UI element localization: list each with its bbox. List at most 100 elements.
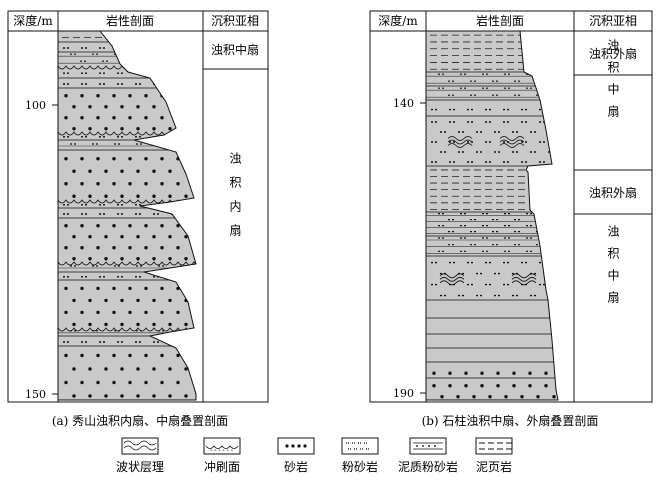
scour-surface [58, 261, 196, 266]
sand-grain [152, 394, 156, 398]
sand-grain [176, 246, 180, 250]
legend-label: 泥页岩 [476, 459, 512, 474]
sand-grain [112, 353, 116, 358]
sand-grain [488, 395, 492, 399]
sand-grain [96, 286, 100, 291]
sand-grain [208, 381, 211, 384]
sand-grain [128, 310, 132, 315]
sand-grain [560, 384, 563, 387]
sand-grain [592, 372, 595, 375]
rock-fill [58, 31, 196, 400]
wavy-bedding [447, 139, 473, 145]
legend-label: 砂岩 [284, 459, 308, 474]
sand-grain [184, 105, 188, 109]
sand-grain [528, 371, 532, 375]
sand-grain [456, 395, 460, 399]
sand-grain [184, 127, 188, 131]
sand-grain [96, 94, 100, 98]
sand-grain [136, 127, 140, 131]
sand-grain [72, 367, 76, 371]
sand-grain [216, 257, 219, 260]
panel-b-depth-tick-label: 140 [393, 97, 414, 110]
sand-grain [64, 116, 68, 120]
sand-grain [168, 257, 172, 261]
sand-grain [560, 372, 563, 375]
sand-grain [576, 384, 579, 387]
sand-grain [112, 116, 116, 120]
sand-grain [528, 384, 532, 388]
sand-grain [128, 116, 132, 120]
sand-grain [248, 299, 251, 302]
sand-grain [168, 394, 172, 398]
wavy-bedding [499, 143, 525, 148]
sand-grain [608, 372, 611, 375]
sand-grain [72, 194, 76, 198]
sand-grain [248, 105, 251, 108]
sand-grain [192, 182, 196, 186]
sand-grain [80, 224, 84, 228]
sand-grain [88, 235, 92, 239]
sand-grain [144, 94, 148, 98]
sand-grain [216, 170, 219, 173]
sand-grain [80, 94, 84, 98]
sand-grain [96, 353, 100, 358]
wavy-bedding [511, 273, 537, 279]
sand-grain [144, 286, 148, 291]
sand-grain [184, 322, 188, 327]
sand-grain [80, 157, 84, 161]
sand-grain [144, 224, 148, 228]
panel-a-facies-header: 沉积亚相 [211, 14, 259, 28]
sand-grain [168, 127, 172, 131]
sand-grain [240, 311, 243, 314]
sand-grain [112, 157, 116, 161]
panel-b-facies-label: 浊积外扇 [589, 185, 637, 200]
panel-a-facies-label: 浊积内扇 [228, 152, 242, 248]
sand-grain [232, 127, 235, 130]
legend-item: 粉砂岩 [341, 437, 379, 474]
sand-grain [112, 246, 116, 250]
sand-grain [120, 127, 124, 131]
sand-grain [152, 194, 156, 198]
sand-grain [224, 381, 227, 384]
sand-grain [168, 105, 172, 109]
sand-grain [96, 310, 100, 315]
sand-grain [176, 224, 180, 228]
sand-grain [120, 235, 124, 239]
sand-grain [136, 257, 140, 261]
sand-grain [208, 354, 211, 357]
sand-grain [104, 105, 108, 109]
sand-grain [184, 194, 188, 198]
sand-grain [104, 127, 108, 131]
sand-grain [240, 354, 243, 357]
sand-grain [72, 235, 76, 239]
sand-grain [112, 182, 116, 186]
sand-grain [160, 353, 164, 358]
sand-grain [240, 116, 243, 119]
wavy-bedding [439, 276, 465, 282]
sand-grain [208, 182, 211, 185]
sand-grain [224, 311, 227, 314]
sand-grain [232, 299, 235, 302]
sand-grain [232, 367, 235, 370]
sand-grain [216, 323, 219, 326]
sand-grain [144, 116, 148, 120]
sand-grain [168, 194, 172, 198]
sand-grain [216, 367, 219, 370]
sand-grain [432, 384, 436, 388]
sand-grain [176, 353, 180, 358]
sand-grain [136, 394, 140, 398]
sand-grain [184, 394, 188, 398]
sand-grain [512, 384, 516, 388]
sand-grain [208, 116, 211, 119]
sand-grain [240, 381, 243, 384]
sand-grain [128, 286, 132, 291]
sand-grain [96, 182, 100, 186]
sand-grain [64, 380, 68, 385]
sand-grain [152, 298, 156, 303]
sand-grain [112, 286, 116, 291]
wavy-bedding [499, 136, 525, 141]
sand-grain [216, 299, 219, 302]
sand-grain [128, 157, 132, 161]
wavy-bedding [511, 276, 537, 282]
panel-a: 深度/m 岩性剖面 沉积亚相 100 150 浊积中扇 浊积内扇 (a) 秀山浊… [7, 10, 269, 428]
